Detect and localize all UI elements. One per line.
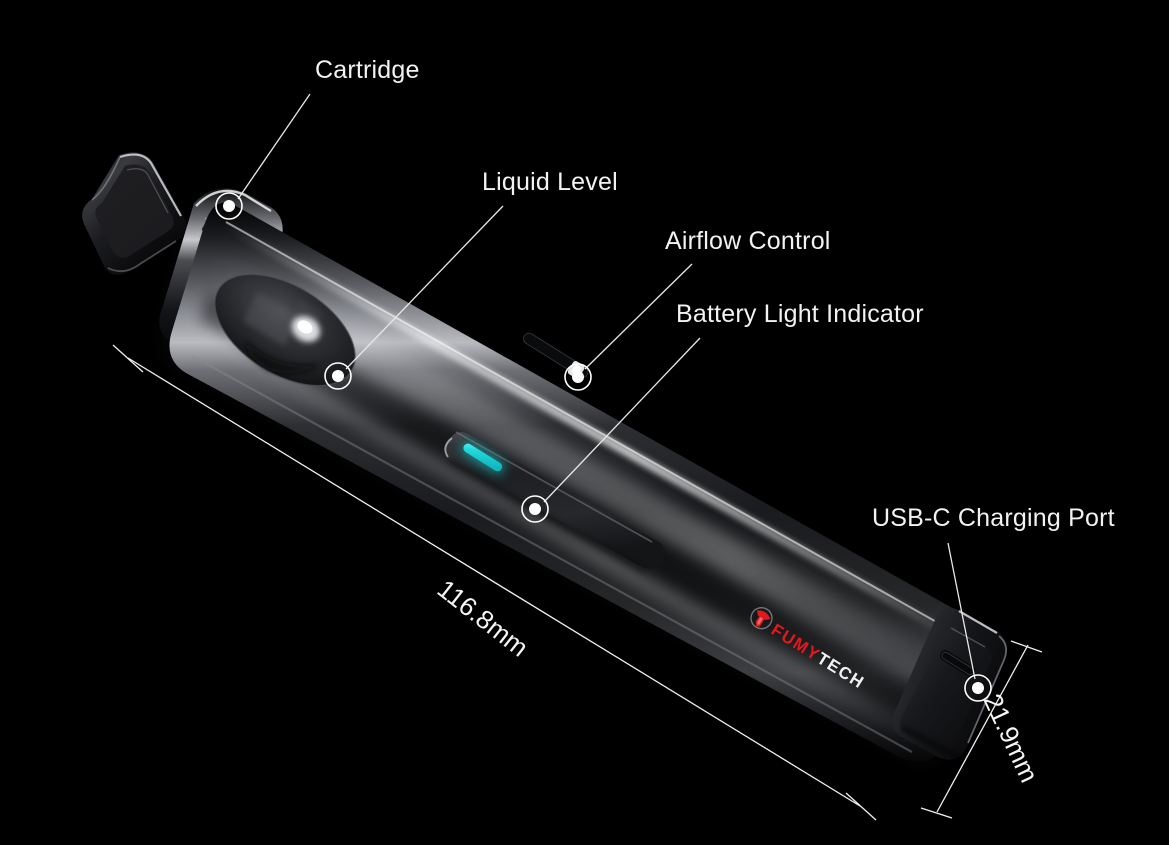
leader-cartridge (237, 93, 311, 200)
callout-leaders (237, 93, 976, 680)
usb-c-port (939, 650, 976, 677)
marker-cartridge[interactable] (215, 192, 243, 220)
mouthpiece-duckbill (82, 152, 187, 275)
dimension-diameter-line (936, 644, 1029, 813)
leader-battery-light-indicator (543, 337, 701, 503)
callout-label-liquid-level: Liquid Level (482, 168, 618, 196)
battery-led-strip (461, 442, 505, 474)
leader-airflow-control (584, 263, 693, 370)
dimension-diameter-cap-start (1010, 640, 1043, 653)
callout-label-airflow-control: Airflow Control (665, 227, 831, 255)
marker-battery-light-indicator[interactable] (521, 495, 549, 523)
marker-airflow-control[interactable] (564, 363, 592, 391)
dimension-length-cap-start (112, 344, 144, 373)
dimension-length-cap-end (845, 792, 877, 821)
marker-liquid-level[interactable] (324, 362, 352, 390)
dimension-lines (112, 344, 1043, 821)
callout-label-cartridge: Cartridge (315, 56, 420, 84)
liquid-level-window (214, 273, 356, 387)
device-body-group: FUMY TECH (82, 152, 1008, 762)
dimension-length-line (127, 357, 861, 807)
battery-led-panel (444, 431, 666, 574)
logo-emblem-icon (750, 606, 773, 630)
leader-usb-c-charging-port (947, 542, 976, 680)
dimension-diameter-cap-end (920, 807, 953, 819)
usb-c-end-cap (892, 607, 1008, 761)
callout-markers (215, 192, 992, 702)
callout-label-battery-light-indicator: Battery Light Indicator (676, 300, 924, 328)
callout-label-usb-c-charging-port: USB-C Charging Port (872, 504, 1115, 532)
leader-liquid-level (345, 205, 504, 370)
marker-usb-c-charging-port[interactable] (964, 674, 992, 702)
